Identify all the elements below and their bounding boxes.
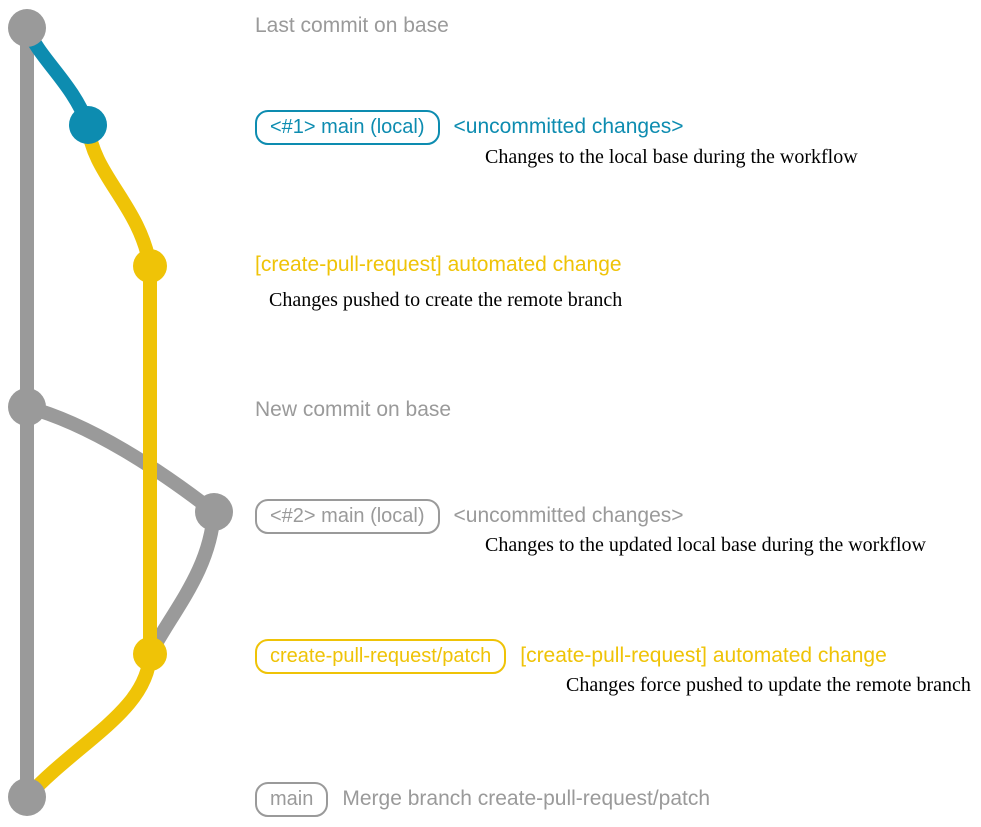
note-automated-change-2: Changes force pushed to update the remot… bbox=[566, 674, 971, 696]
row-automated-change-1: [create-pull-request] automated change bbox=[255, 253, 622, 277]
local1-to-automated1-edge bbox=[81, 118, 157, 273]
commit-subject: Last commit on base bbox=[255, 14, 449, 37]
base-to-local2-edge bbox=[20, 400, 221, 519]
row-new-commit-on-base: New commit on base bbox=[255, 398, 451, 422]
node-local-change-1 bbox=[69, 106, 107, 144]
node-local-change-2 bbox=[195, 493, 233, 531]
branch-pill-local-1[interactable]: <#1> main (local) bbox=[255, 110, 440, 145]
row-automated-change-2: create-pull-request/patch [create-pull-r… bbox=[255, 639, 887, 674]
commit-subject: [create-pull-request] automated change bbox=[520, 644, 887, 667]
row-last-commit-on-base: Last commit on base bbox=[255, 14, 449, 38]
branch-pill-local-2[interactable]: <#2> main (local) bbox=[255, 499, 440, 534]
commit-subject: <uncommitted changes> bbox=[453, 115, 684, 138]
node-automated-change-1 bbox=[133, 249, 167, 283]
node-automated-change-2 bbox=[133, 637, 167, 671]
note-local-change-2: Changes to the updated local base during… bbox=[485, 534, 926, 556]
row-local-change-1: <#1> main (local) <uncommitted changes> bbox=[255, 110, 684, 145]
node-new-commit-on-base bbox=[8, 388, 46, 426]
patch-to-merge-edge bbox=[20, 647, 157, 804]
commit-subject: New commit on base bbox=[255, 398, 452, 421]
row-local-change-2: <#2> main (local) <uncommitted changes> bbox=[255, 499, 684, 534]
commit-subject: <uncommitted changes> bbox=[453, 504, 684, 527]
node-merge-commit bbox=[8, 778, 46, 816]
commit-subject: Merge branch create-pull-request/patch bbox=[342, 787, 711, 810]
note-local-change-1: Changes to the local base during the wor… bbox=[485, 146, 858, 168]
local2-to-patch-edge bbox=[143, 505, 221, 661]
branch-pill-main[interactable]: main bbox=[255, 782, 329, 817]
commit-subject: [create-pull-request] automated change bbox=[255, 253, 622, 276]
commit-graph bbox=[8, 9, 233, 816]
note-automated-change-1: Changes pushed to create the remote bran… bbox=[269, 289, 623, 311]
branch-pill-patch[interactable]: create-pull-request/patch bbox=[255, 639, 507, 674]
node-last-commit-on-base bbox=[8, 9, 46, 47]
row-merge-commit: main Merge branch create-pull-request/pa… bbox=[255, 782, 710, 817]
